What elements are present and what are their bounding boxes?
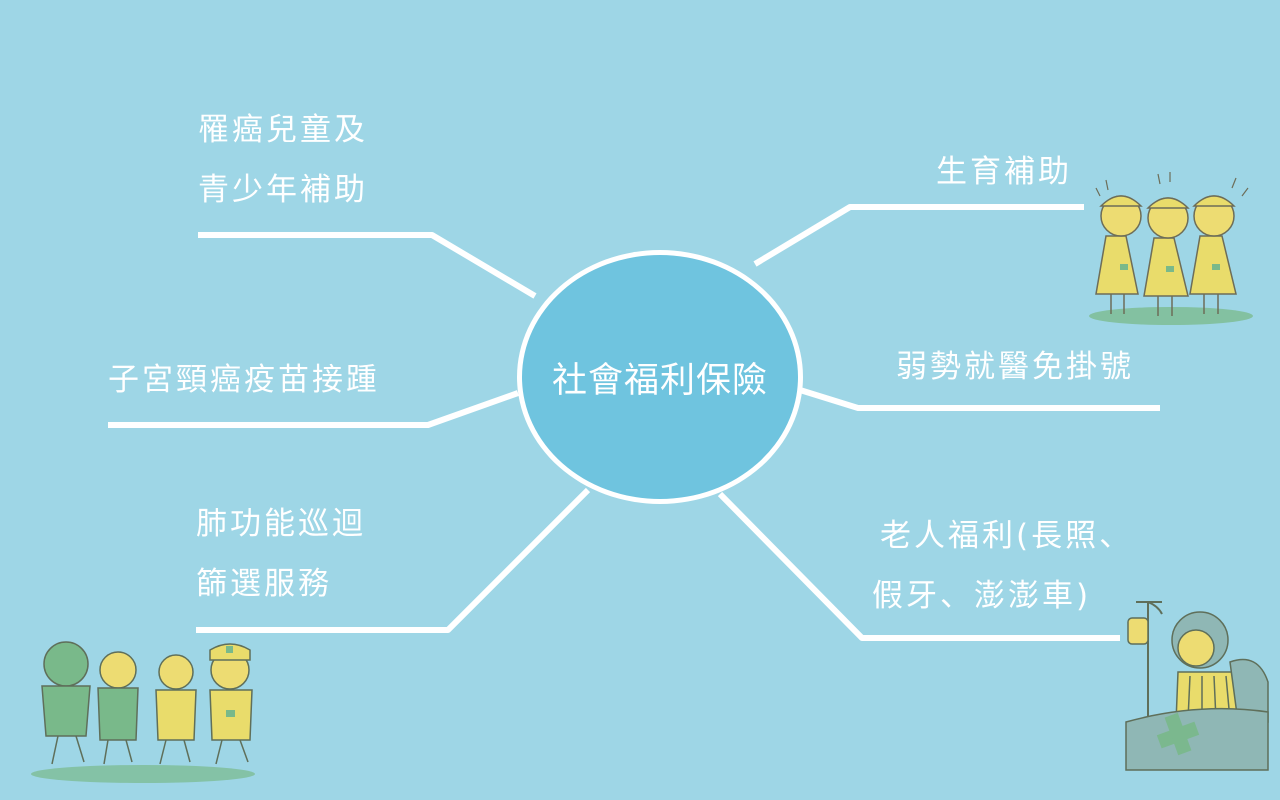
branch-text-line: 假牙、澎澎車) bbox=[872, 578, 1092, 614]
central-topic-circle: 社會福利保險 bbox=[517, 250, 803, 504]
branch-text-line: 老人福利(長照、 bbox=[880, 518, 1134, 554]
branch-text-line: 子宮頸癌疫苗接踵 bbox=[108, 362, 380, 398]
branch-disadvantaged-medical: 弱勢就醫免掛號 bbox=[896, 337, 1134, 397]
connector-elderly-welfare bbox=[717, 491, 1120, 641]
branch-text-line: 弱勢就醫免掛號 bbox=[896, 349, 1134, 385]
branch-text-line: 罹癌兒童及 bbox=[198, 112, 368, 148]
connector-disadvantaged-medical bbox=[799, 387, 1160, 411]
branch-text-line: 生育補助 bbox=[936, 154, 1072, 190]
elderly-patient-in-bed-illustration bbox=[1125, 601, 1269, 771]
branch-lung-screening: 肺功能巡迴 篩選服務 bbox=[196, 494, 366, 614]
connector-childhood-cancer bbox=[198, 232, 537, 299]
branch-birth-subsidy: 生育補助 bbox=[936, 142, 1072, 202]
connector-birth-subsidy bbox=[753, 204, 1084, 267]
connector-lung-screening bbox=[196, 487, 591, 633]
connector-hpv-vaccine bbox=[108, 390, 520, 428]
branch-elderly-welfare: 老人福利(長照、 假牙、澎澎車) bbox=[872, 506, 1134, 626]
branch-text-line: 肺功能巡迴 bbox=[196, 506, 366, 542]
three-nurses-saluting-illustration bbox=[1089, 172, 1253, 325]
central-topic-label: 社會福利保險 bbox=[551, 360, 768, 401]
branch-childhood-cancer: 罹癌兒童及 青少年補助 bbox=[198, 100, 368, 220]
branch-text-line: 青少年補助 bbox=[198, 172, 368, 208]
group-walking-illustration bbox=[31, 641, 255, 783]
branch-hpv-vaccine: 子宮頸癌疫苗接踵 bbox=[108, 350, 380, 410]
branch-text-line: 篩選服務 bbox=[196, 566, 332, 602]
